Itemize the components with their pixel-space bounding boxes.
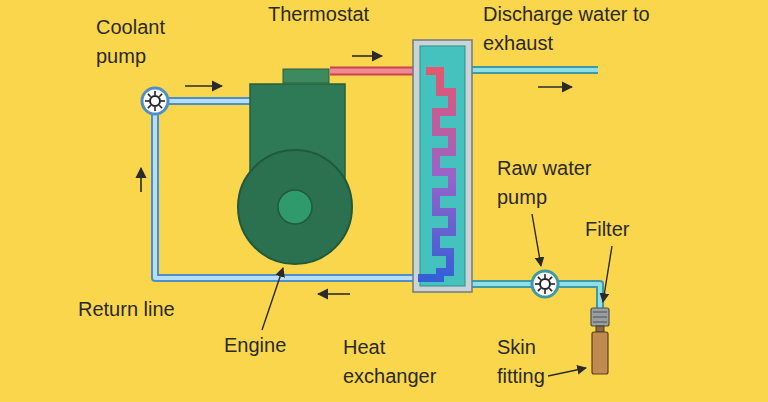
leader-lines (262, 214, 612, 376)
filter (591, 308, 609, 326)
pump-vane (154, 107, 156, 111)
coolant-pump (142, 88, 168, 114)
pump-vane (538, 288, 541, 291)
raw-water-pump (532, 271, 558, 297)
filter-rib (593, 317, 607, 318)
pump-vane (544, 290, 546, 294)
thermostat (283, 69, 329, 83)
skin-fitting (592, 326, 608, 374)
heat-exchanger (413, 40, 472, 292)
coolant-pipes (155, 71, 430, 278)
engine (238, 84, 352, 264)
pump-vane (159, 94, 162, 97)
pump-vane (544, 274, 546, 278)
filter-rib (593, 312, 607, 313)
pump-vane (549, 288, 552, 291)
pump-vane (549, 277, 552, 280)
pump-vane (145, 100, 149, 102)
pump-vane (148, 94, 151, 97)
part-label: Thermostat (268, 0, 388, 29)
part-label: Raw water pump (497, 154, 609, 212)
filter-rib (593, 322, 607, 323)
pump-vane (538, 277, 541, 280)
pump-vane (551, 283, 555, 285)
part-label: Engine (224, 331, 314, 360)
part-label: Coolant pump (96, 13, 178, 71)
part-label: Heat exchanger (343, 333, 449, 391)
pump-vane (154, 91, 156, 95)
pump-vane (535, 283, 539, 285)
part-label: Filter (585, 215, 655, 244)
part-label: Return line (78, 295, 208, 324)
pump-vane (148, 105, 151, 108)
part-label: Skin fitting (497, 333, 569, 391)
pump-vane (159, 105, 162, 108)
part-label: Discharge water to exhaust (483, 0, 651, 58)
pump-vane (161, 100, 165, 102)
